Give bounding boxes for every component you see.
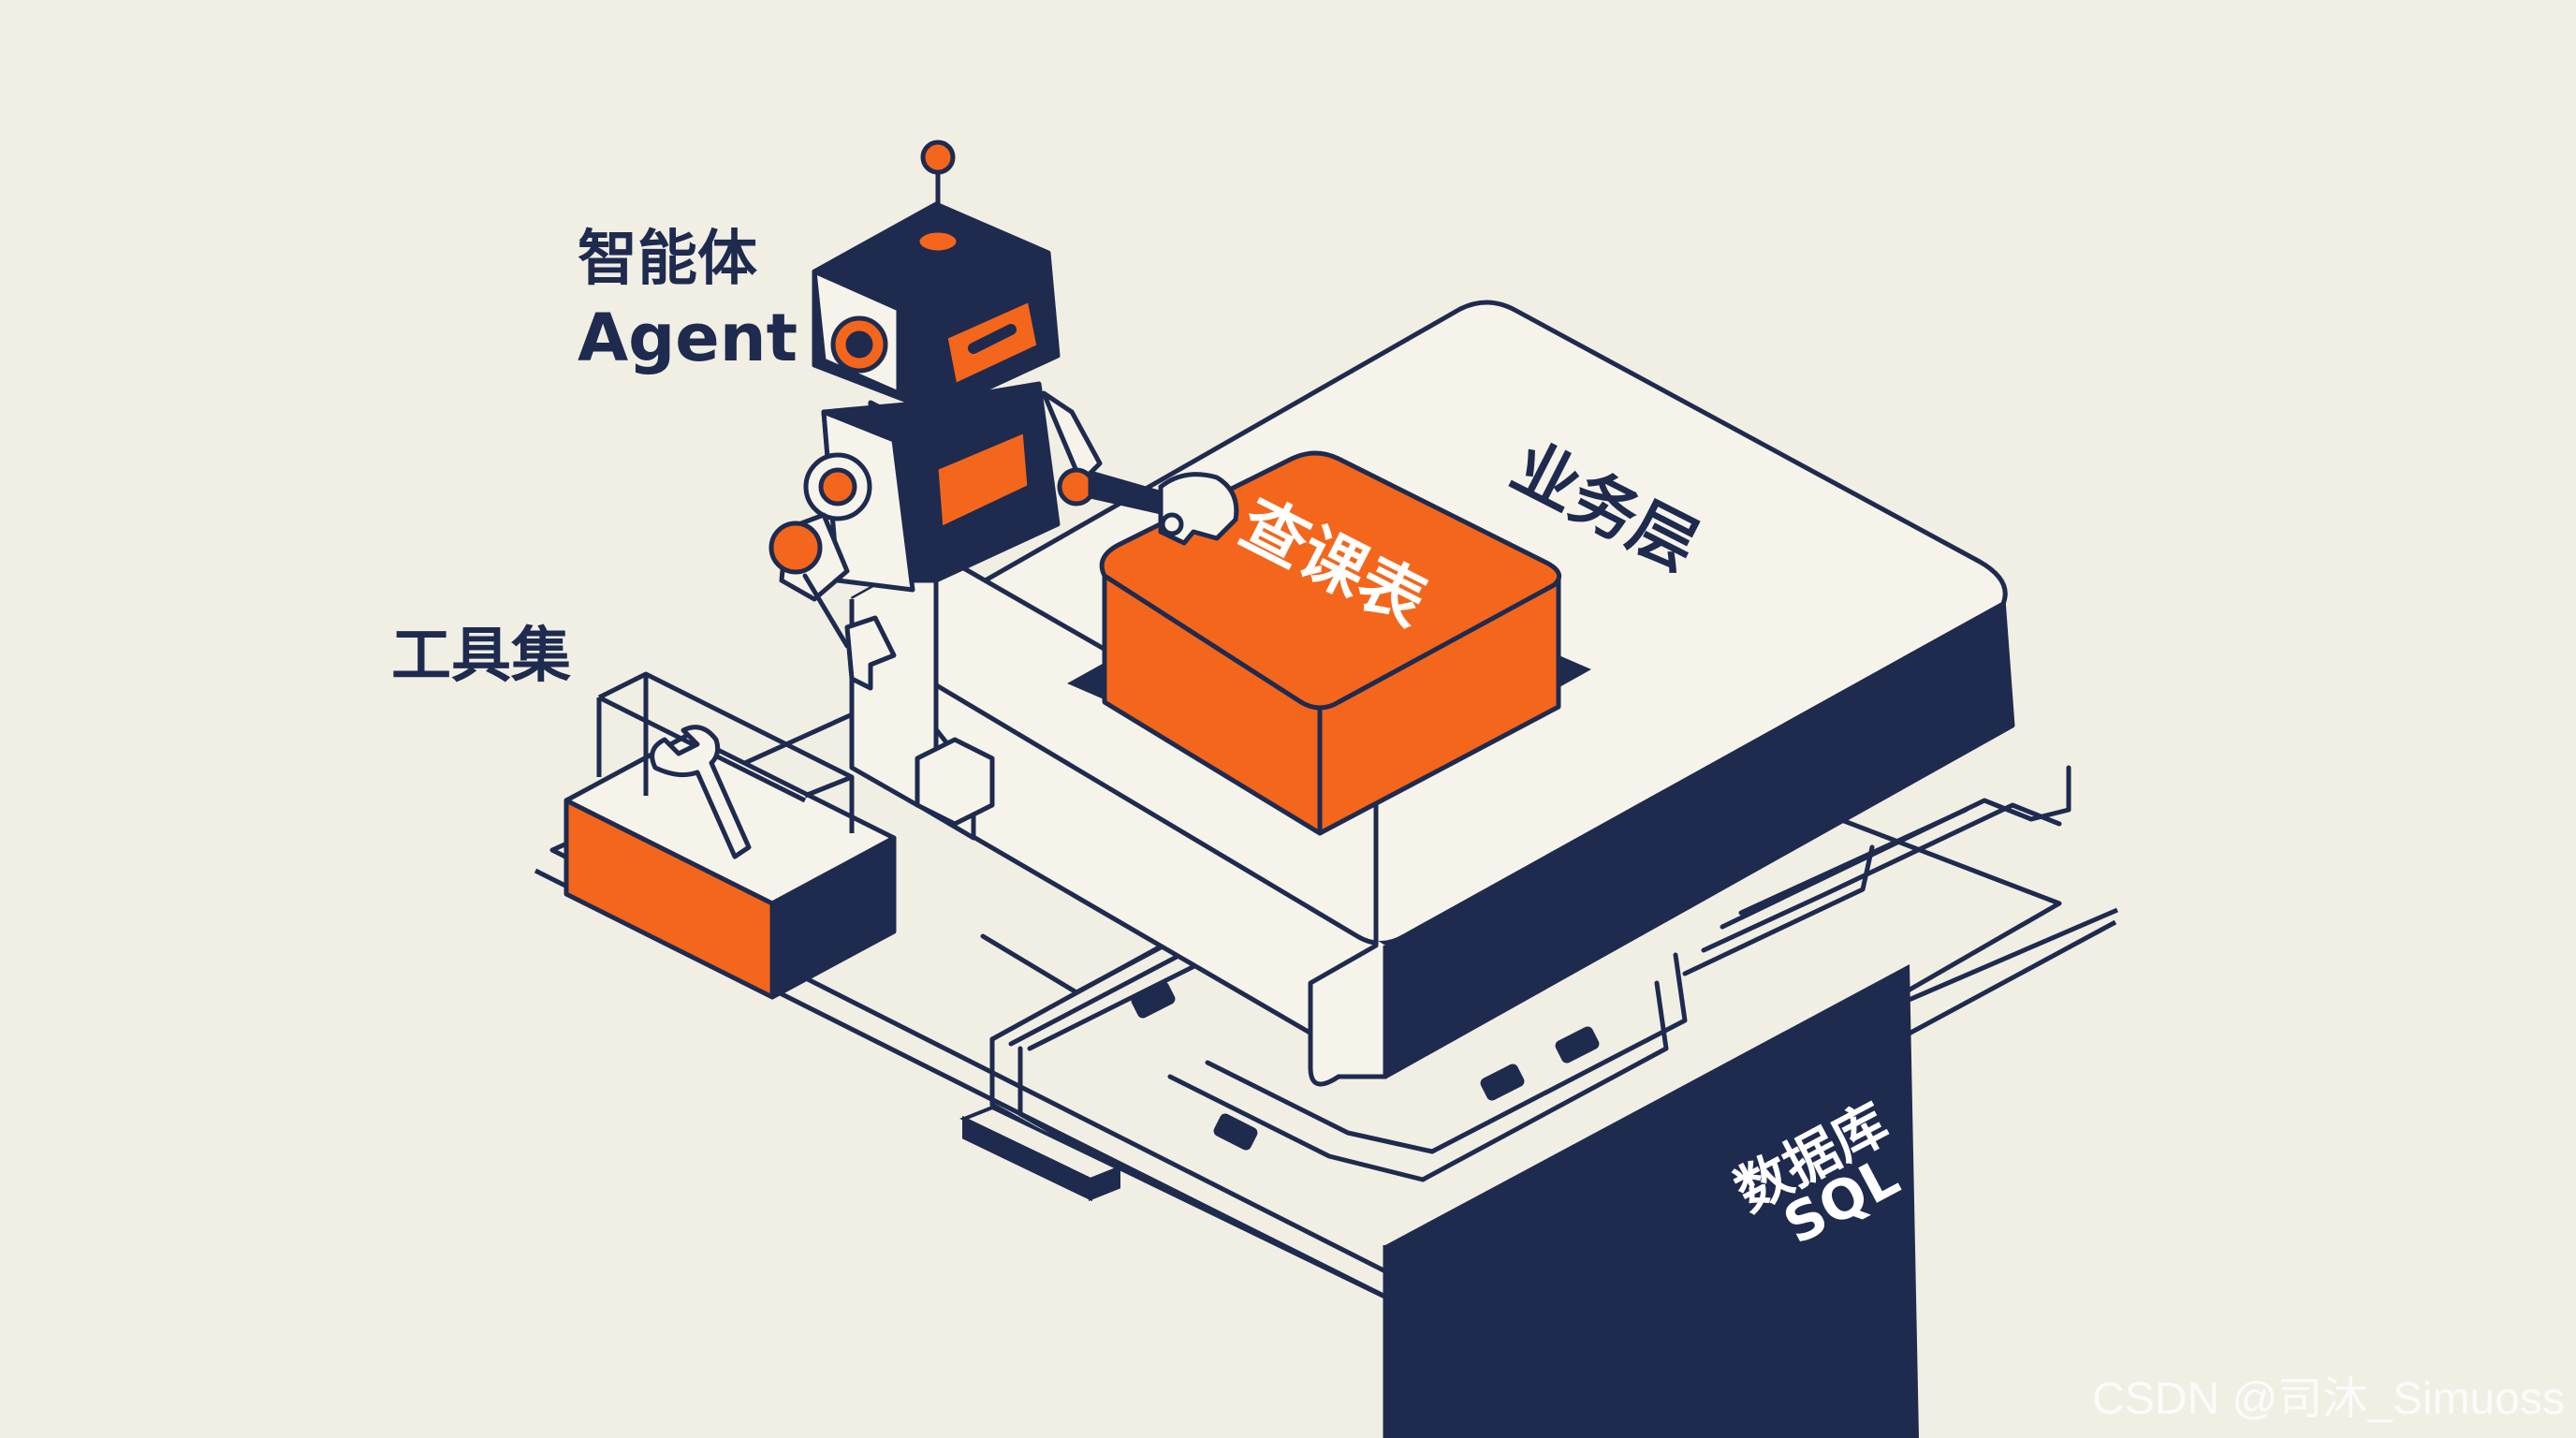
connector-icon — [959, 981, 1600, 1202]
toolset-label: 工具集 — [391, 622, 571, 691]
robot-icon — [768, 139, 1239, 691]
database-block — [1383, 964, 1919, 1438]
platform-arm — [849, 550, 1388, 1087]
toolbox-icon — [564, 671, 897, 1000]
watermark: CSDN @司沐_Simuoss — [2092, 1374, 2565, 1424]
agent-label-en: Agent — [578, 300, 798, 376]
wrench-icon — [650, 725, 752, 859]
agent-label-cn: 智能体 — [578, 225, 757, 294]
